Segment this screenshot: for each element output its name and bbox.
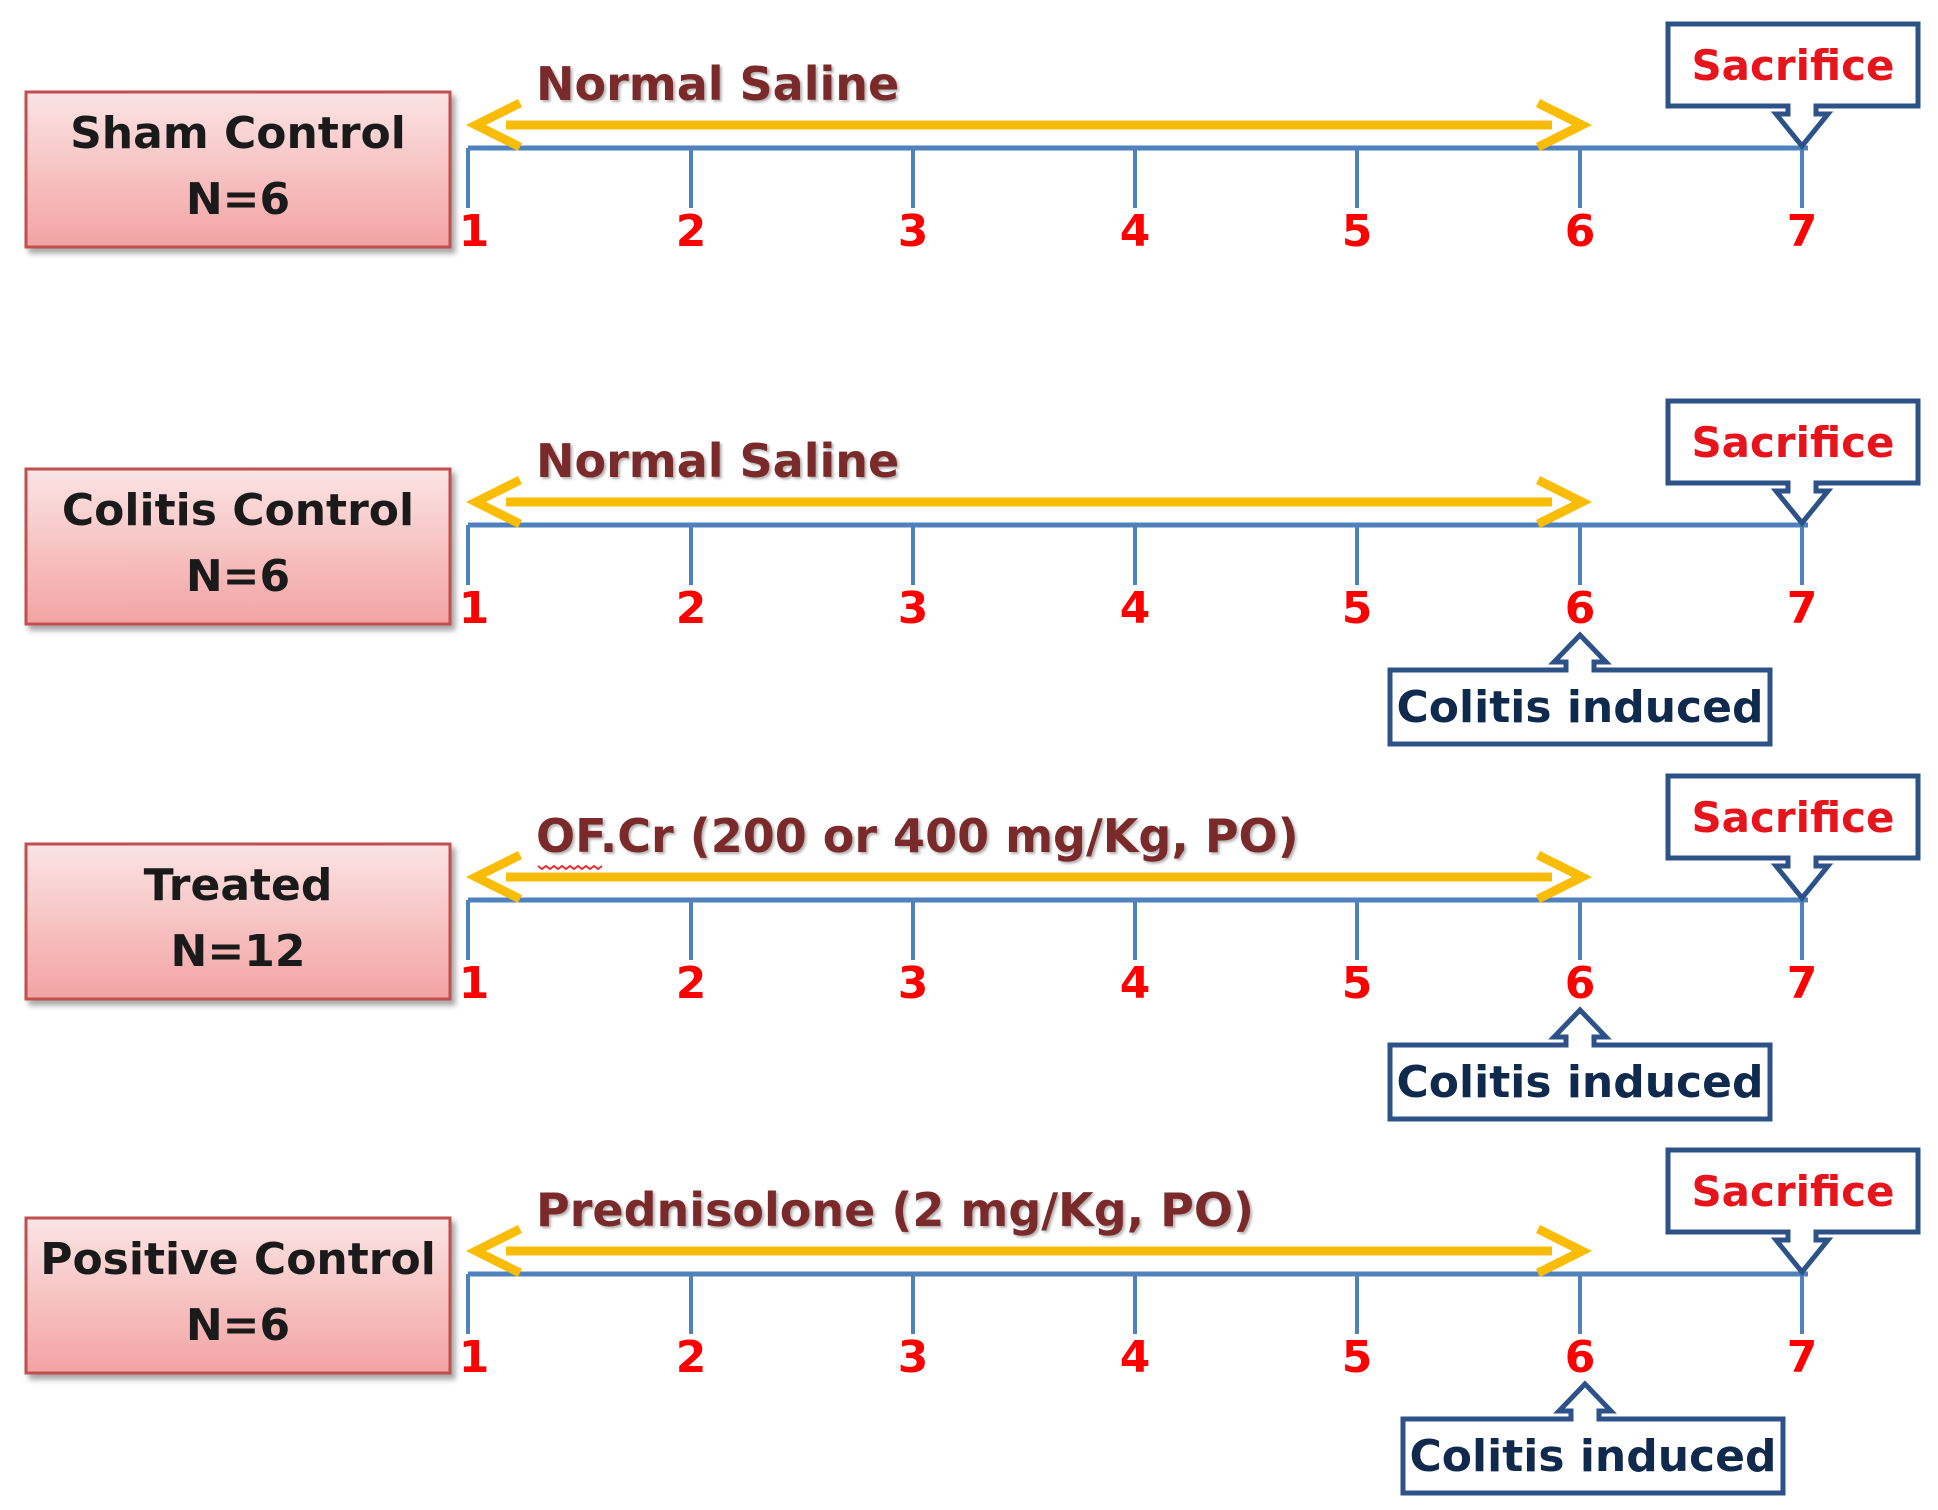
treatment-arrow-left-head bbox=[465, 98, 523, 152]
colitis-induced-callout bbox=[1400, 1380, 1786, 1496]
day-label: 3 bbox=[898, 958, 929, 1009]
colitis-induced-label: Colitis induced bbox=[1410, 1431, 1777, 1482]
day-label: 6 bbox=[1565, 1332, 1596, 1383]
group-n: N=12 bbox=[171, 926, 306, 977]
day-label: 7 bbox=[1787, 958, 1818, 1009]
group-name: Positive Control bbox=[40, 1234, 436, 1285]
day-label: 5 bbox=[1342, 583, 1373, 634]
colitis-induced-label: Colitis induced bbox=[1397, 1057, 1764, 1108]
spellcheck-underline bbox=[537, 864, 603, 871]
day-label: 2 bbox=[676, 206, 707, 257]
sacrifice-callout bbox=[1665, 398, 1921, 527]
treatment-arrow-right-head bbox=[1535, 98, 1593, 152]
day-label: 2 bbox=[676, 958, 707, 1009]
day-label: 1 bbox=[459, 206, 490, 257]
day-label: 6 bbox=[1565, 206, 1596, 257]
treatment-label: Normal Saline bbox=[536, 434, 899, 488]
colitis-induced-callout bbox=[1387, 1006, 1773, 1122]
group-box bbox=[24, 1216, 452, 1375]
day-label: 4 bbox=[1120, 583, 1151, 634]
day-label: 2 bbox=[676, 583, 707, 634]
treatment-arrow-left-head bbox=[465, 475, 523, 529]
treatment-arrow-left-head bbox=[465, 1224, 523, 1278]
day-label: 1 bbox=[459, 958, 490, 1009]
day-label: 7 bbox=[1787, 583, 1818, 634]
group-n: N=6 bbox=[186, 1300, 290, 1351]
treatment-label: Prednisolone (2 mg/Kg, PO) bbox=[536, 1183, 1254, 1237]
sacrifice-label: Sacrifice bbox=[1691, 793, 1894, 842]
treatment-label: OF.Cr (200 or 400 mg/Kg, PO) bbox=[536, 809, 1299, 863]
day-label: 7 bbox=[1787, 1332, 1818, 1383]
day-label: 7 bbox=[1787, 206, 1818, 257]
day-label: 3 bbox=[898, 1332, 929, 1383]
day-label: 4 bbox=[1120, 1332, 1151, 1383]
group-box bbox=[24, 842, 452, 1001]
group-name: Sham Control bbox=[70, 108, 406, 159]
day-label: 2 bbox=[676, 1332, 707, 1383]
treatment-label: Normal Saline bbox=[536, 57, 899, 111]
day-label: 5 bbox=[1342, 958, 1373, 1009]
day-label: 5 bbox=[1342, 1332, 1373, 1383]
day-label: 3 bbox=[898, 583, 929, 634]
sacrifice-callout bbox=[1665, 21, 1921, 150]
group-box bbox=[24, 90, 452, 249]
group-n: N=6 bbox=[186, 174, 290, 225]
colitis-induced-label: Colitis induced bbox=[1397, 682, 1764, 733]
sacrifice-label: Sacrifice bbox=[1691, 418, 1894, 467]
day-label: 6 bbox=[1565, 583, 1596, 634]
treatment-arrow-right-head bbox=[1535, 475, 1593, 529]
day-label: 4 bbox=[1120, 958, 1151, 1009]
treatment-arrow-left-head bbox=[465, 850, 523, 904]
sacrifice-callout bbox=[1665, 773, 1921, 902]
sacrifice-label: Sacrifice bbox=[1691, 41, 1894, 90]
sacrifice-callout bbox=[1665, 1147, 1921, 1276]
sacrifice-label: Sacrifice bbox=[1691, 1167, 1894, 1216]
treatment-arrow-right-head bbox=[1535, 1224, 1593, 1278]
day-label: 3 bbox=[898, 206, 929, 257]
group-box bbox=[24, 467, 452, 626]
day-label: 1 bbox=[459, 1332, 490, 1383]
day-label: 6 bbox=[1565, 958, 1596, 1009]
group-n: N=6 bbox=[186, 551, 290, 602]
day-label: 1 bbox=[459, 583, 490, 634]
treatment-arrow-right-head bbox=[1535, 850, 1593, 904]
group-name: Colitis Control bbox=[62, 485, 414, 536]
colitis-induced-callout bbox=[1387, 631, 1773, 747]
day-label: 4 bbox=[1120, 206, 1151, 257]
day-label: 5 bbox=[1342, 206, 1373, 257]
group-name: Treated bbox=[144, 860, 333, 911]
